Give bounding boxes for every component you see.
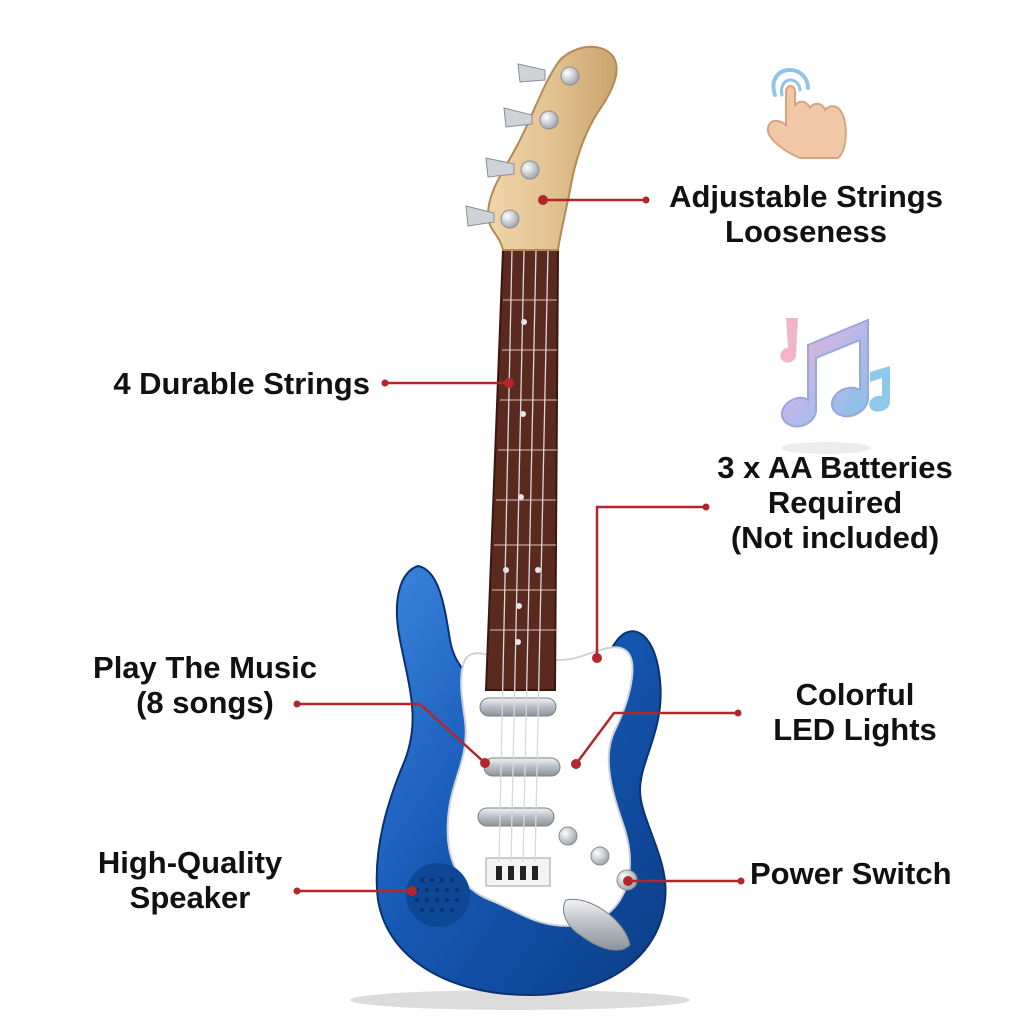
speaker-line1: High-Quality (97, 845, 283, 880)
guitar-neck (484, 249, 560, 691)
play-music-line1: Play The Music (93, 650, 317, 685)
durable-strings-line1: 4 Durable Strings (113, 366, 370, 401)
durable-strings-label: 4 Durable Strings (60, 366, 370, 401)
play-music-line2: (8 songs) (136, 685, 274, 720)
guitar-strings (498, 249, 549, 863)
adjustable-strings-line1: Adjustable Strings (669, 179, 943, 214)
led-lights-line2: LED Lights (773, 712, 937, 747)
guitar-shadow (350, 990, 690, 1010)
music-notes-icon (780, 318, 890, 454)
tuning-pegs (465, 63, 580, 229)
adjustable-strings-line2: Looseness (725, 214, 887, 249)
leader-lines (297, 198, 741, 893)
batteries-label: 3 x AA Batteries Required (Not included) (700, 450, 970, 555)
output-jack (563, 898, 631, 951)
adjustable-strings-label: Adjustable Strings Looseness (656, 179, 956, 249)
power-switch-label: Power Switch (750, 856, 990, 891)
bridge (485, 857, 551, 887)
headstock (465, 45, 618, 251)
play-music-label: Play The Music (8 songs) (70, 650, 340, 720)
power-switch-line1: Power Switch (750, 856, 952, 891)
speaker-label: High-Quality Speaker (80, 845, 300, 915)
leader-dots (293, 195, 745, 896)
guitar-body (375, 564, 667, 997)
pickups (477, 697, 561, 827)
batteries-line3: (Not included) (730, 520, 940, 555)
batteries-line1: 3 x AA Batteries (717, 450, 953, 485)
tapping-hand-icon (766, 67, 847, 159)
speaker-grille (406, 863, 470, 927)
led-lights-label: Colorful LED Lights (750, 677, 960, 747)
led-lights-line1: Colorful (795, 677, 915, 712)
speaker-line2: Speaker (129, 880, 251, 915)
batteries-line2: Required (767, 485, 903, 520)
